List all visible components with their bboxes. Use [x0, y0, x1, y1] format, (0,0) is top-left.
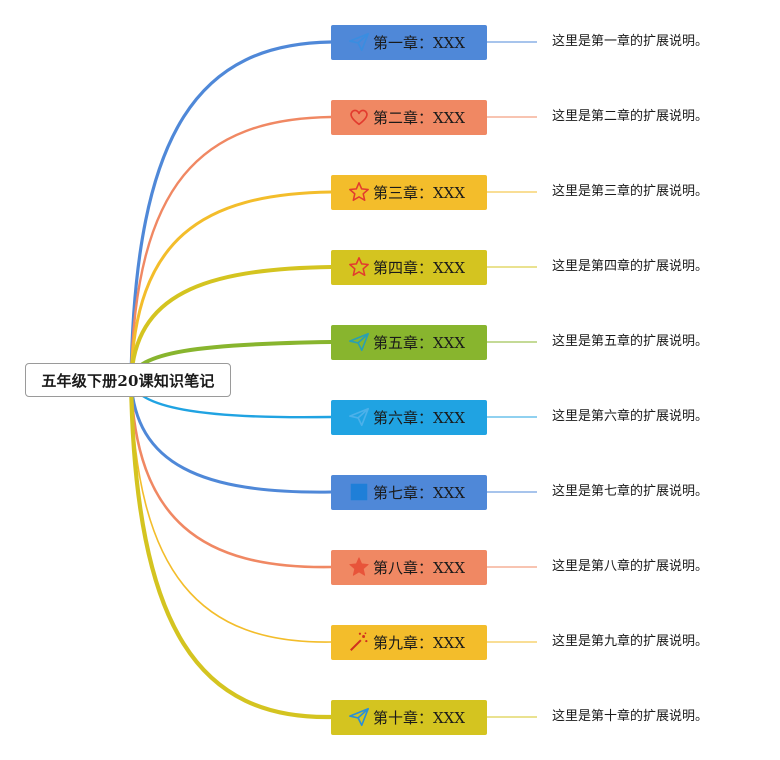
branch-line-1	[129, 40, 333, 382]
chapter-note-3[interactable]: 这里是第三章的扩展说明。	[552, 184, 709, 199]
chapter-label: 第六章：XXX	[373, 408, 466, 427]
branch-line-3	[129, 190, 333, 382]
chapter-label: 第十章：XXX	[373, 708, 466, 727]
chapter-note-1[interactable]: 这里是第一章的扩展说明。	[552, 34, 709, 49]
root-node[interactable]: 五年级下册20课知识笔记	[25, 363, 231, 397]
star-outline-icon	[347, 255, 371, 279]
chapter-note-5[interactable]: 这里是第五章的扩展说明。	[552, 334, 709, 349]
chapter-node-1[interactable]: 第一章：XXX	[331, 24, 487, 60]
chapter-node-3[interactable]: 第三章：XXX	[331, 174, 487, 210]
branch-line-8	[129, 378, 333, 569]
chapter-note-9[interactable]: 这里是第九章的扩展说明。	[552, 634, 709, 649]
square-icon	[347, 480, 371, 504]
star-filled-icon	[347, 555, 371, 579]
paper-plane-icon	[347, 405, 371, 429]
chapter-label: 第二章：XXX	[373, 108, 466, 127]
chapter-node-8[interactable]: 第八章：XXX	[331, 549, 487, 585]
branch-line-7	[129, 378, 333, 494]
chapter-node-5[interactable]: 第五章：XXX	[331, 324, 487, 360]
branch-line-4	[129, 265, 333, 382]
chapter-note-8[interactable]: 这里是第八章的扩展说明。	[552, 559, 709, 574]
star-outline-icon	[347, 180, 371, 204]
chapter-node-7[interactable]: 第七章：XXX	[331, 474, 487, 510]
paper-plane-icon	[347, 705, 371, 729]
chapter-label: 第四章：XXX	[373, 258, 466, 277]
heart-icon	[347, 105, 371, 129]
chapter-note-6[interactable]: 这里是第六章的扩展说明。	[552, 409, 709, 424]
chapter-label: 第三章：XXX	[373, 183, 466, 202]
chapter-node-10[interactable]: 第十章：XXX	[331, 699, 487, 735]
magic-wand-icon	[347, 630, 371, 654]
chapter-label: 第五章：XXX	[373, 333, 466, 352]
paper-plane-icon	[347, 330, 371, 354]
chapter-note-10[interactable]: 这里是第十章的扩展说明。	[552, 709, 709, 724]
chapter-label: 第七章：XXX	[373, 483, 466, 502]
branch-line-10	[128, 377, 334, 720]
branch-line-2	[129, 115, 333, 382]
chapter-node-6[interactable]: 第六章：XXX	[331, 399, 487, 435]
chapter-node-9[interactable]: 第九章：XXX	[331, 624, 487, 660]
chapter-note-4[interactable]: 这里是第四章的扩展说明。	[552, 259, 709, 274]
root-title: 五年级下册20课知识笔记	[41, 371, 215, 390]
chapter-label: 第八章：XXX	[373, 558, 466, 577]
chapter-note-7[interactable]: 这里是第七章的扩展说明。	[552, 484, 709, 499]
chapter-node-2[interactable]: 第二章：XXX	[331, 99, 487, 135]
chapter-label: 第一章：XXX	[373, 33, 466, 52]
chapter-note-2[interactable]: 这里是第二章的扩展说明。	[552, 109, 709, 124]
paper-plane-icon	[347, 30, 371, 54]
branch-line-9	[130, 379, 332, 643]
chapter-node-4[interactable]: 第四章：XXX	[331, 249, 487, 285]
chapter-label: 第九章：XXX	[373, 633, 466, 652]
